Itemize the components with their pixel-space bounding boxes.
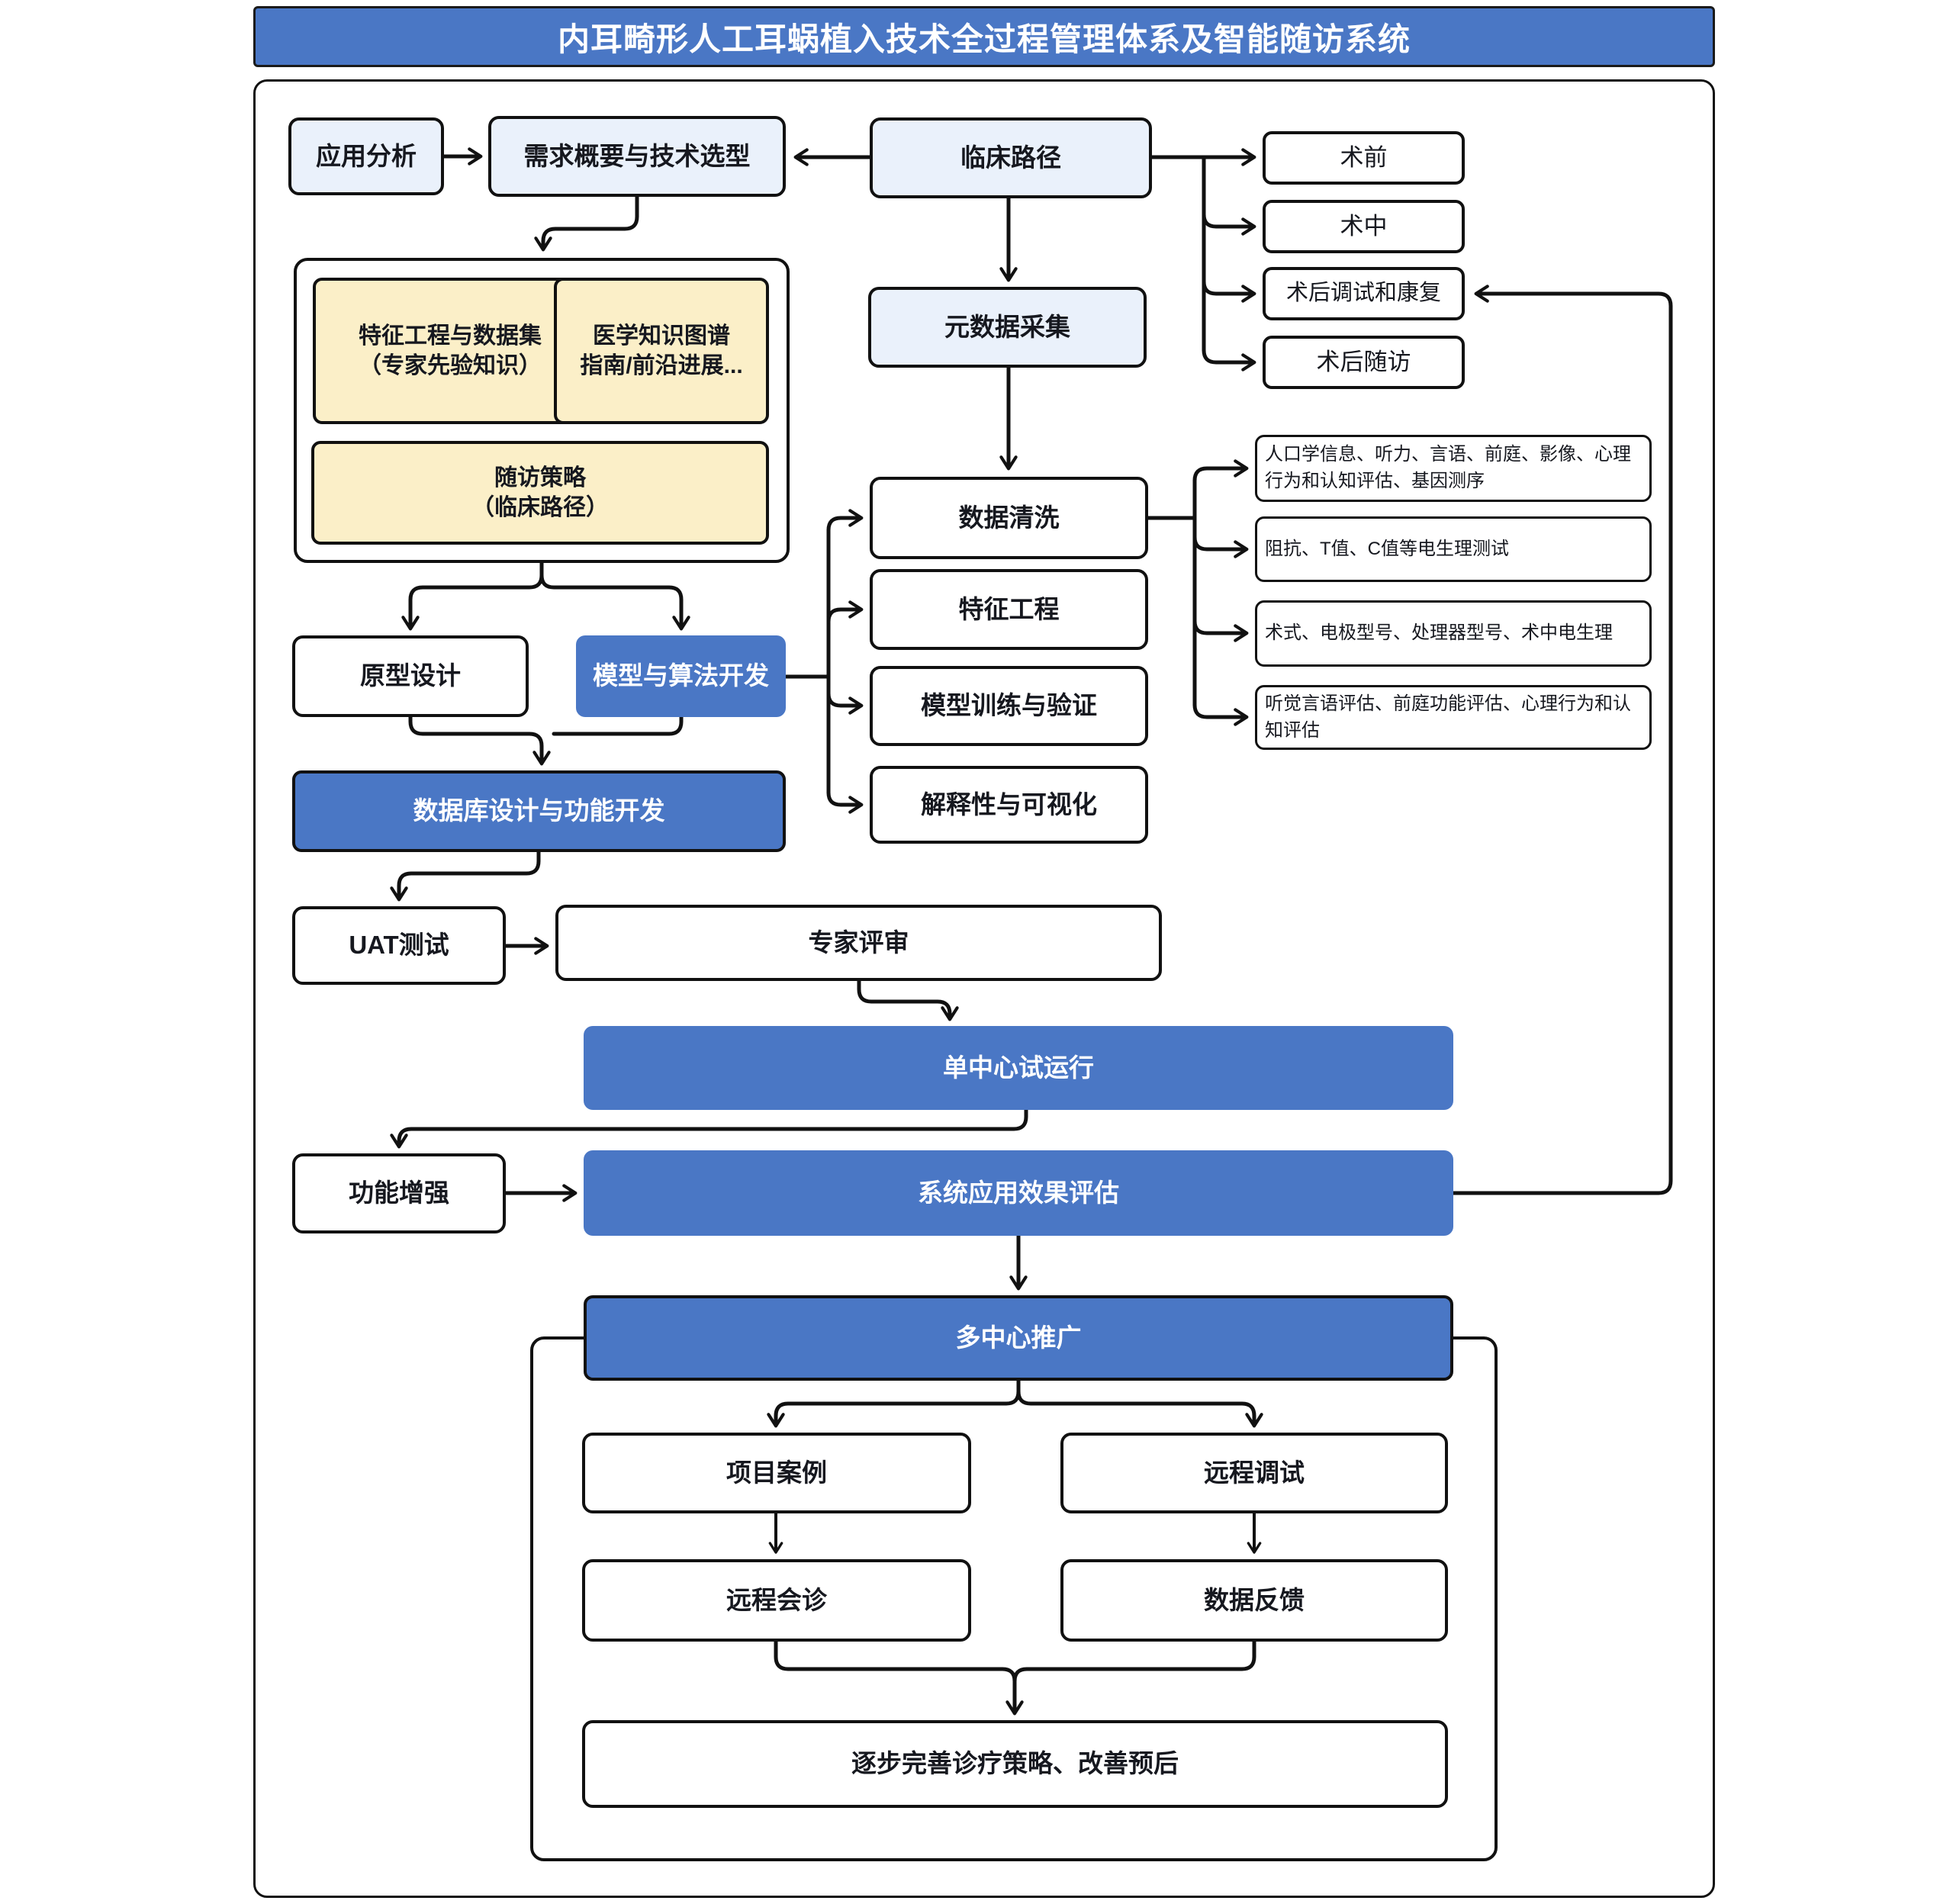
node-system-evaluation: 系统应用效果评估 — [584, 1150, 1453, 1236]
node-metadata-collection: 元数据采集 — [868, 287, 1147, 368]
node-data-feedback: 数据反馈 — [1060, 1559, 1448, 1642]
node-multi-center-rollout: 多中心推广 — [584, 1295, 1453, 1381]
node-model-algo-dev: 模型与算法开发 — [576, 635, 786, 717]
page-title: 内耳畸形人工耳蜗植入技术全过程管理体系及智能随访系统 — [253, 6, 1715, 67]
node-clinical-pathway: 临床路径 — [870, 117, 1152, 198]
node-uat-test: UAT测试 — [292, 906, 506, 985]
node-explainability: 解释性与可视化 — [870, 766, 1148, 844]
node-post-op-tuning: 术后调试和康复 — [1263, 267, 1465, 320]
node-app-analysis: 应用分析 — [288, 117, 444, 195]
node-database-dev: 数据库设计与功能开发 — [292, 770, 786, 852]
node-requirements: 需求概要与技术选型 — [488, 116, 786, 197]
node-medical-knowledge-graph: 医学知识图谱 指南/前沿进展... — [554, 278, 769, 424]
node-project-cases: 项目案例 — [582, 1433, 971, 1513]
node-followup-strategy: 随访策略 （临床路径） — [311, 441, 769, 545]
node-detail-electrophysiology: 阻抗、T值、C值等电生理测试 — [1255, 516, 1652, 582]
node-expert-review: 专家评审 — [555, 905, 1162, 981]
node-prototype-design: 原型设计 — [292, 635, 529, 717]
node-remote-tuning: 远程调试 — [1060, 1433, 1448, 1513]
node-data-cleaning: 数据清洗 — [870, 477, 1148, 559]
node-remote-consultation: 远程会诊 — [582, 1559, 971, 1642]
node-feature-engineering: 特征工程 — [870, 569, 1148, 650]
node-single-center-trial: 单中心试运行 — [584, 1026, 1453, 1110]
node-enhancement: 功能增强 — [292, 1153, 506, 1233]
node-post-op-followup: 术后随访 — [1263, 336, 1465, 389]
node-feature-dataset: 特征工程与数据集 （专家先验知识） — [313, 278, 587, 424]
node-improve-strategy: 逐步完善诊疗策略、改善预后 — [582, 1720, 1448, 1808]
node-model-training: 模型训练与验证 — [870, 666, 1148, 746]
node-pre-op: 术前 — [1263, 131, 1465, 185]
node-detail-surgery: 术式、电极型号、处理器型号、术中电生理 — [1255, 600, 1652, 667]
node-detail-demographics: 人口学信息、听力、言语、前庭、影像、心理 行为和认知评估、基因测序 — [1255, 435, 1652, 502]
node-detail-assessment: 听觉言语评估、前庭功能评估、心理行为和认 知评估 — [1255, 685, 1652, 750]
node-intra-op: 术中 — [1263, 200, 1465, 253]
